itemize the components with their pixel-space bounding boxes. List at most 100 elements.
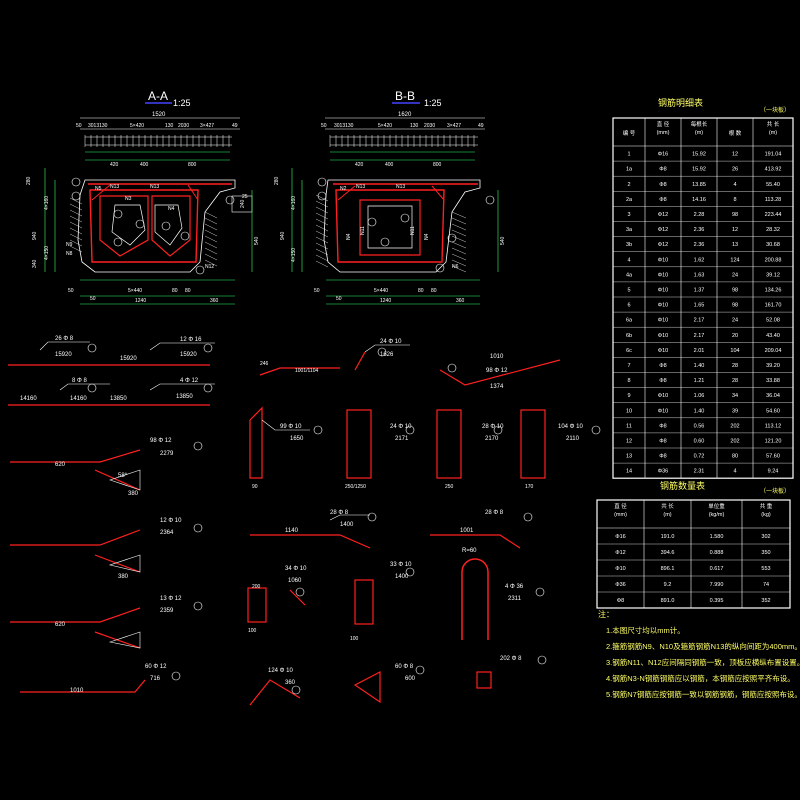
table-cell: 13: [626, 454, 632, 460]
table-cell: 98: [732, 212, 738, 218]
svg-text:600: 600: [405, 676, 416, 682]
table-cell: 6a: [626, 318, 633, 324]
table-cell: 98: [732, 303, 738, 309]
note-2: 2.箍筋钢筋N9、N10及箍筋钢筋N13的纵向间距为400mm。: [606, 641, 800, 651]
table-cell: 2: [627, 182, 630, 188]
table-cell: 394.6: [661, 550, 675, 556]
svg-text:2171: 2171: [395, 436, 409, 442]
table-cell: 0.617: [710, 566, 724, 572]
table-cell: 20: [732, 333, 738, 339]
table-cell: 1.21: [694, 378, 705, 384]
svg-text:940: 940: [280, 231, 286, 240]
svg-text:360: 360: [456, 298, 465, 304]
svg-text:130: 130: [410, 123, 419, 129]
table-cell: Φ8: [659, 363, 666, 369]
bb-mid-dims: 420 400 800: [355, 162, 442, 168]
rebar-sketch-12: 28 Φ 10 2170 250: [436, 409, 504, 490]
svg-text:540: 540: [254, 236, 260, 245]
svg-text:N4: N4: [424, 233, 430, 240]
svg-text:12 Φ 16: 12 Φ 16: [180, 337, 202, 343]
table-cell: 5: [627, 287, 630, 293]
rebar-sketch-9: 1010 98 Φ 12 1374: [439, 354, 561, 390]
table-cell: Φ8: [659, 423, 666, 429]
table-cell: 98: [732, 287, 738, 293]
section-bb-title: B-B: [395, 89, 415, 103]
table-cell: 36.04: [766, 393, 780, 399]
callout-circle: [485, 195, 495, 205]
table-header-cell: 直 径: [657, 120, 670, 128]
rebar-sketch-16: 34 Φ 10 1060 200 100: [247, 566, 307, 634]
bb-rebar-labels: N13 N13 N2 N4 N11 N4 N11 N6: [340, 184, 459, 270]
svg-text:13 Φ 12: 13 Φ 12: [160, 596, 182, 602]
rebar-sketch-5: 13 Φ 12 2359 620: [10, 596, 182, 649]
callout-circle: [523, 512, 533, 522]
table-cell: 1.65: [694, 303, 705, 309]
bb-callout-circles: [317, 177, 495, 273]
callout-circle: [415, 665, 425, 675]
table-header-cell: 单位重: [708, 502, 725, 510]
svg-text:4 Φ 36: 4 Φ 36: [505, 584, 524, 590]
svg-text:60 Φ 12: 60 Φ 12: [145, 664, 167, 670]
table-cell: 13: [732, 242, 738, 248]
table-cell: 6c: [626, 348, 632, 354]
table-cell: Φ8: [659, 438, 666, 444]
table-cell: 2.36: [694, 227, 705, 233]
rebar-sketch-10: 99 Φ 10 1650 90: [249, 406, 310, 490]
section-bb: B-B 1:25 1620 50 3013130 5×420 130 2030 …: [274, 89, 506, 305]
table-cell: 223.44: [765, 212, 782, 218]
table-cell: 209.04: [765, 348, 782, 354]
note-3: 3.钢筋N11、N12应间隔同钢筋一致，顶板应横纵布置设置。: [606, 657, 800, 667]
table-cell: 896.1: [661, 566, 675, 572]
svg-text:280: 280: [26, 176, 32, 185]
table-cell: 891.0: [661, 598, 675, 604]
table-cell: 2a: [626, 197, 633, 203]
svg-text:202 Φ 8: 202 Φ 8: [500, 656, 522, 662]
svg-text:N13: N13: [150, 184, 159, 190]
rebar-sketch-11: 24 Φ 10 2171 250/1250: [345, 409, 412, 490]
table-cell: Φ12: [658, 212, 669, 218]
aa-girder-outline: [77, 179, 236, 273]
notes: 注： 1.本图尺寸均以mm计。 2.箍筋钢筋N9、N10及箍筋钢筋N13的纵向间…: [598, 609, 800, 699]
table-cell: 24: [732, 272, 738, 278]
svg-text:420: 420: [110, 162, 119, 168]
svg-text:60 Φ 8: 60 Φ 8: [395, 664, 414, 670]
svg-text:N2: N2: [340, 186, 347, 192]
callout-circle: [135, 219, 145, 229]
table-cell: 2.17: [694, 318, 705, 324]
callout-circle: [203, 383, 213, 393]
svg-text:130: 130: [165, 123, 174, 129]
svg-text:50: 50: [321, 123, 327, 129]
table-cell: Φ8: [659, 378, 666, 384]
aa-rebar-labels: N13 N13 N5 N3 N4 N9 N8 N12: [66, 184, 214, 270]
table-cell: 553: [761, 566, 770, 572]
table-header-cell: (mm): [614, 512, 627, 518]
svg-text:4×150: 4×150: [291, 248, 297, 262]
notes-title: 注：: [598, 609, 614, 619]
svg-text:N9: N9: [66, 242, 73, 248]
svg-text:2279: 2279: [160, 451, 174, 457]
svg-text:98 Φ 12: 98 Φ 12: [486, 368, 508, 374]
svg-text:28 Φ 8: 28 Φ 8: [330, 510, 349, 516]
svg-text:1001: 1001: [460, 528, 474, 534]
table-cell: 26: [732, 167, 738, 173]
table-cell: Φ8: [659, 454, 666, 460]
callout-circle: [313, 425, 323, 435]
table-cell: 43.40: [766, 333, 780, 339]
table-cell: 80: [732, 454, 738, 460]
callout-circle: [493, 425, 503, 435]
svg-text:1626: 1626: [380, 352, 394, 358]
svg-text:13850: 13850: [176, 394, 193, 400]
svg-text:340: 340: [32, 259, 38, 268]
svg-text:50: 50: [68, 288, 74, 294]
table-cell: 1: [627, 152, 630, 158]
svg-text:14160: 14160: [20, 396, 37, 402]
aa-mid-dims: 420 400 800: [110, 162, 197, 168]
table-cell: 7: [627, 363, 630, 369]
svg-text:1060: 1060: [288, 578, 302, 584]
callout-circle: [225, 195, 235, 205]
callout-circle: [113, 209, 123, 219]
svg-text:25: 25: [242, 194, 248, 200]
table-cell: 1.62: [694, 257, 705, 263]
